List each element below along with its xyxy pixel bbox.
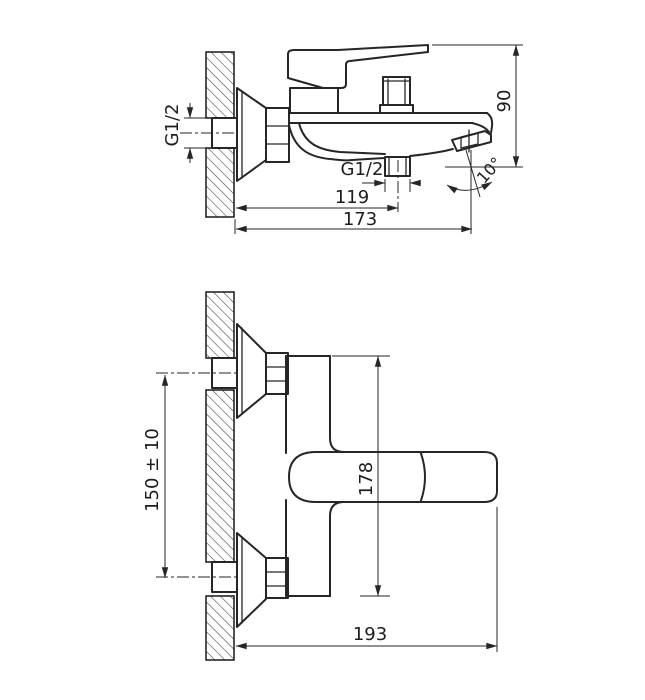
side-view: G1/2 90 10° G1/2 119 173 bbox=[162, 44, 523, 234]
body-right-end bbox=[486, 112, 494, 134]
wall-section-top bbox=[205, 291, 235, 359]
wall-section-middle bbox=[205, 389, 235, 563]
spout-inner-curve bbox=[298, 122, 386, 155]
dim119-label: 119 bbox=[335, 187, 369, 208]
plan-view: 150 ± 10 178 193 bbox=[142, 291, 498, 661]
cartridge-housing bbox=[289, 87, 339, 114]
hex-nut-upper bbox=[265, 352, 289, 395]
spout-outer-curve bbox=[288, 124, 386, 162]
aerator-inner bbox=[460, 132, 479, 149]
wall-section-lower bbox=[205, 147, 235, 218]
handle-lever bbox=[287, 44, 429, 89]
angle-arc bbox=[446, 181, 493, 194]
dim173-label: 173 bbox=[343, 209, 377, 230]
outlet-thread-label: G1/2 bbox=[341, 159, 384, 180]
hex-nut bbox=[265, 107, 290, 163]
hex-nut-upper-flats bbox=[265, 366, 289, 382]
body-right-edge-upper bbox=[329, 355, 345, 453]
spout-underside bbox=[409, 148, 454, 157]
body-right-edge-lower bbox=[329, 501, 345, 597]
handle-capsule bbox=[288, 451, 498, 503]
handle-grip-separator bbox=[420, 452, 426, 502]
hex-nut-flats bbox=[265, 125, 290, 145]
dim178-label: 178 bbox=[356, 462, 377, 496]
spout-angle-label: 10° bbox=[473, 153, 506, 187]
dim150-label: 150 ± 10 bbox=[142, 428, 163, 512]
hex-nut-lower-flats bbox=[265, 571, 289, 587]
shower-outlet-thread-lines bbox=[388, 156, 407, 177]
wall-section-bottom bbox=[205, 595, 235, 661]
spout-tip-join bbox=[471, 122, 490, 133]
wall-section-upper bbox=[205, 51, 235, 119]
wall-thread-label: G1/2 bbox=[162, 104, 183, 147]
hex-nut-lower bbox=[265, 557, 289, 599]
dim90-extension-lines bbox=[432, 44, 523, 168]
dim193-label: 193 bbox=[353, 624, 387, 645]
aerator-tip bbox=[451, 130, 492, 152]
height-dim-label: 90 bbox=[494, 90, 515, 113]
diverter-flange bbox=[379, 104, 414, 114]
diverter-knob-detail bbox=[382, 78, 411, 106]
